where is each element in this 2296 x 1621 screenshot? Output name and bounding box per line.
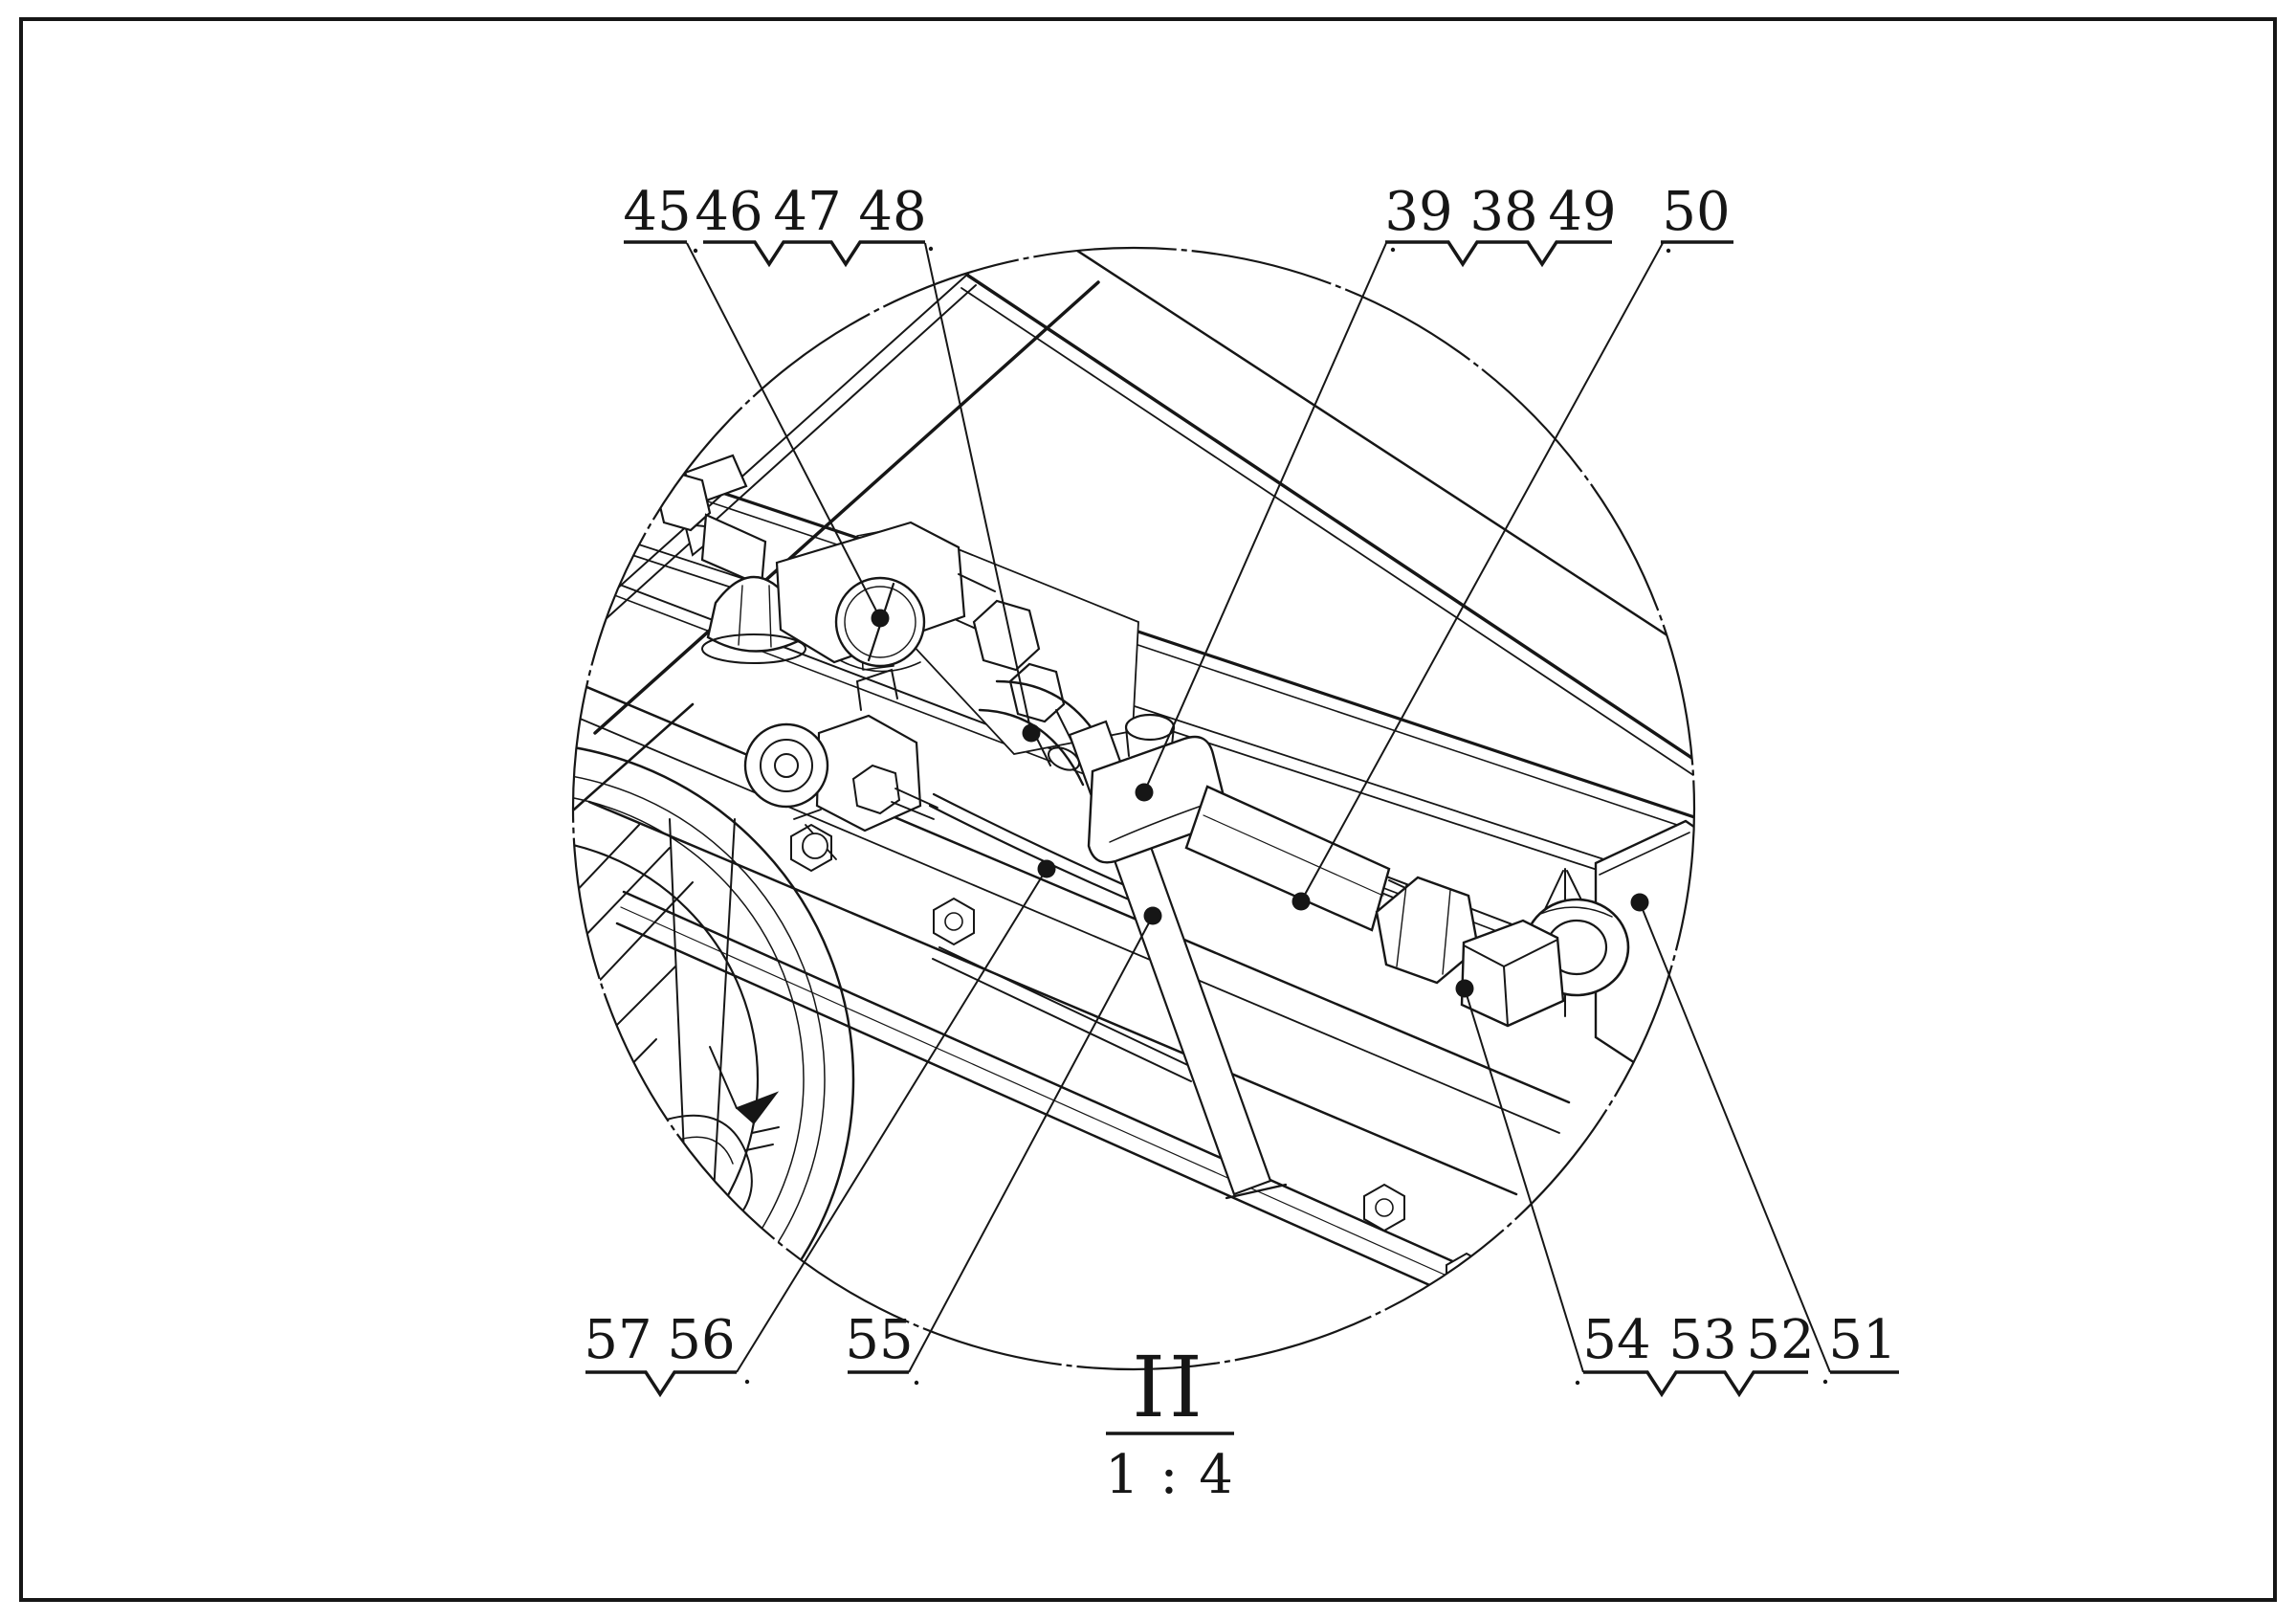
- view-title-block: II 1 : 4: [1105, 1338, 1235, 1506]
- leader-50: [1300, 242, 1664, 902]
- callout-underline-notched: [1385, 240, 1612, 268]
- callout-underline-notched: [1583, 1370, 1808, 1398]
- valve-assembly: [654, 454, 1159, 913]
- leader-51: [1639, 901, 1831, 1373]
- hex-bolt: [933, 897, 975, 946]
- callout-group-54-53-52: 54 53 52: [1582, 1309, 1815, 1398]
- part-number-49: 49: [1548, 181, 1616, 243]
- pneumatic-cylinder: [1068, 713, 1694, 1200]
- regulator-bell: [743, 722, 829, 809]
- callout-underline-notched: [703, 240, 925, 268]
- leader-dot-56: [1037, 859, 1056, 878]
- detail-circle: [571, 246, 1696, 1371]
- leader-dot-45: [871, 609, 890, 628]
- view-label: II: [1132, 1338, 1206, 1436]
- part-number-55: 55: [845, 1309, 913, 1371]
- leader-39-38-49: [1143, 242, 1387, 793]
- callout-group-50: 50: [1661, 181, 1733, 244]
- leader-dot-50: [1292, 892, 1311, 911]
- leader-dot-51: [1630, 893, 1649, 912]
- leader-45: [686, 242, 881, 619]
- callout-group-55: 55: [845, 1309, 914, 1374]
- leader-54-53-52: [1464, 988, 1584, 1373]
- part-number-45: 45: [623, 181, 691, 243]
- gland-hex-nut: [1375, 876, 1480, 985]
- leader-dot-54: [1455, 979, 1474, 998]
- part-number-47: 47: [773, 181, 841, 243]
- part-number-57: 57: [584, 1309, 651, 1371]
- callout-group-57-56: 57 56: [584, 1309, 737, 1398]
- wheel: [573, 741, 855, 1369]
- leader-46-47-48: [924, 242, 1032, 734]
- view-scale: 1 : 4: [1105, 1444, 1235, 1506]
- machinery-drawing: [573, 248, 1694, 1369]
- leader-dot-55: [1143, 906, 1162, 925]
- part-number-48: 48: [858, 181, 926, 243]
- arrow-marker-icon: [735, 1091, 780, 1125]
- part-number-53: 53: [1668, 1309, 1736, 1371]
- callout-labels: 45 46 47 48 39 38 49 50 57 56: [584, 181, 1899, 1398]
- part-number-39: 39: [1384, 181, 1452, 243]
- callout-group-46-47-48: 46 47 48: [695, 181, 927, 268]
- part-number-46: 46: [695, 181, 762, 243]
- cylinder-barrel: [1184, 785, 1391, 932]
- leader-57-56: [736, 868, 1048, 1373]
- part-number-50: 50: [1662, 181, 1730, 243]
- callout-group-45: 45: [623, 181, 692, 244]
- leader-55: [908, 915, 1154, 1373]
- leader-dot-39: [1135, 783, 1154, 802]
- part-number-52: 52: [1746, 1309, 1814, 1371]
- callout-group-39-38-49: 39 38 49: [1384, 181, 1617, 268]
- callout-group-51: 51: [1828, 1309, 1899, 1374]
- drawing-border: [19, 17, 2277, 1602]
- callout-underline-notched: [585, 1370, 737, 1398]
- part-number-56: 56: [667, 1309, 735, 1371]
- part-number-54: 54: [1582, 1309, 1650, 1371]
- clevis-elbow: [1460, 919, 1565, 1028]
- leader-dot-48: [1022, 723, 1041, 743]
- hex-bolt: [1363, 1183, 1405, 1232]
- leader-lines: [686, 242, 1831, 1386]
- part-number-38: 38: [1469, 181, 1537, 243]
- part-number-51: 51: [1828, 1309, 1896, 1371]
